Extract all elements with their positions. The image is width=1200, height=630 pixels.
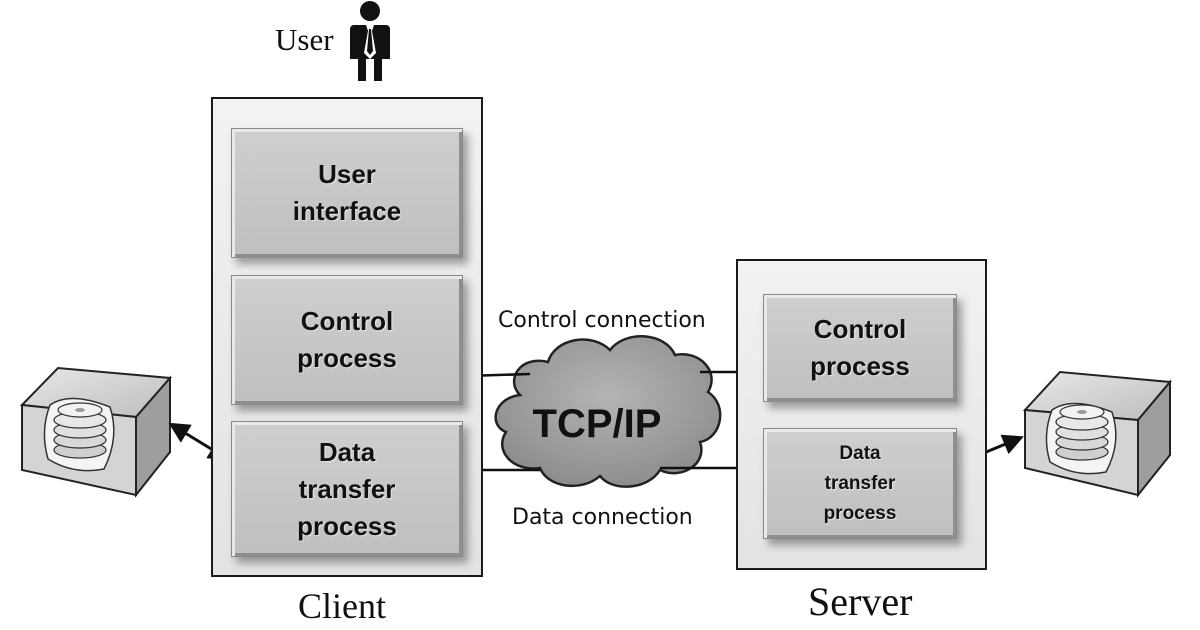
client-data-transfer-process-label: Data transfer process xyxy=(297,436,397,541)
server-control-process-label: Control process xyxy=(810,314,910,381)
disk-storage-icon xyxy=(19,366,173,498)
disk-storage-icon xyxy=(1022,370,1172,498)
client-control-process-label: Control process xyxy=(297,306,397,373)
client-data-transfer-process-block: Data transfer process xyxy=(231,421,463,557)
server-data-transfer-process-block: Data transfer process xyxy=(763,428,957,539)
cloud-icon xyxy=(494,335,722,488)
data-connection-label: Data connection xyxy=(512,505,693,530)
client-user-interface-block: User interface xyxy=(231,128,463,258)
server-label: Server xyxy=(808,579,913,624)
client-user-interface-label: User interface xyxy=(292,159,402,226)
person-icon xyxy=(350,1,390,81)
server-control-process-block: Control process xyxy=(763,294,957,402)
network-label: TCP/IP xyxy=(532,402,662,446)
control-connection-label: Control connection xyxy=(498,308,706,333)
user-label: User xyxy=(275,22,334,57)
server-data-transfer-process-label: Data transfer process xyxy=(823,442,897,524)
client-control-process-block: Control process xyxy=(231,275,463,405)
client-label: Client xyxy=(298,586,386,626)
